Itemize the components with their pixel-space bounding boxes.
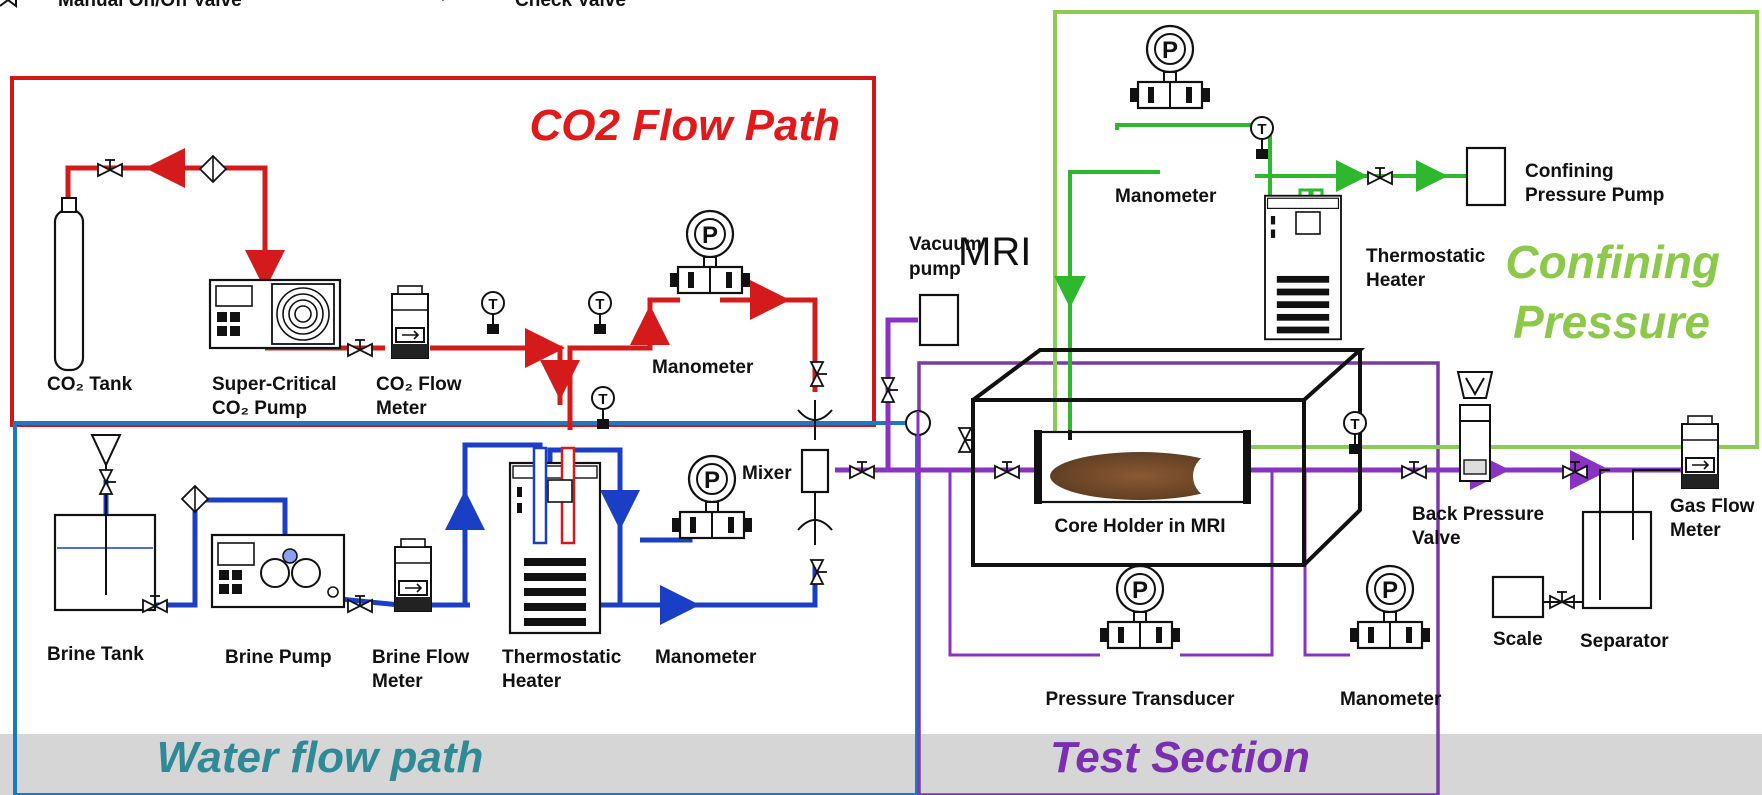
vacuum-label-1: Vacuum [909,234,982,255]
test-check-valve-icon [905,410,931,480]
co2-valve-1[interactable] [97,159,123,177]
brine-filter-icon [181,485,209,513]
confining-valve[interactable] [1367,167,1393,185]
scale-label: Scale [1493,629,1543,650]
brine-pump-label: Brine Pump [225,647,332,668]
pressure-transducer [1098,564,1182,650]
gas-flow-meter [1681,415,1719,489]
co2-manometer [668,209,752,295]
back-pressure-valve [1456,371,1494,482]
vacuum-pump [918,293,960,347]
heater-label-1: Thermostatic [502,647,622,668]
co2-manometer-label: Manometer [652,357,754,378]
confining-lines [1054,123,1467,435]
co2-filter-icon [199,155,227,183]
mri-label: MRI [958,230,1031,274]
confining-region-title-1: Confining [1505,236,1720,288]
core-holder [1034,430,1251,504]
co2-meter-label-2: Meter [376,398,427,419]
core-holder-label: Core Holder in MRI [1054,516,1225,537]
sc-pump-label-2: CO₂ Pump [212,398,307,419]
confining-region-title-2: Pressure [1513,296,1710,348]
co2-t-sensor-2-icon [588,291,612,335]
vacuum-valve[interactable] [881,377,899,403]
brine-meter-label-2: Meter [372,671,423,692]
confining-pump-label-2: Pressure Pump [1525,185,1664,206]
test-manometer [1348,564,1432,650]
co2-tank [53,197,85,372]
brine-pump [210,533,346,609]
heater-label-2: Heater [502,671,562,692]
confining-pump-label-1: Confining [1525,161,1614,182]
bottom-band [0,734,1762,795]
confining-manometer-label: Manometer [1115,186,1217,207]
co2-meter-label-1: CO₂ Flow [376,374,462,395]
confining-manometer [1128,24,1212,110]
co2-check-valve-icon [797,400,833,440]
mixer [800,448,830,494]
gas-meter-label-2: Meter [1670,520,1721,541]
brine-tank [53,434,157,612]
legend-check-label: Check Valve [515,0,626,11]
water-region-frame [13,421,919,795]
separator [1581,469,1653,610]
water-region-title: Water flow path [157,733,484,782]
confining-heater-label-2: Heater [1366,270,1426,291]
test-inlet-valve[interactable] [994,461,1020,479]
confining-region-frame [1053,10,1759,449]
outlet-valve[interactable] [1401,461,1427,479]
scale-valve[interactable] [1549,591,1575,609]
test-region-frame [917,361,1440,795]
confining-heater-label-1: Thermostatic [1366,246,1486,267]
legend-valve-label: Manual On/Off Valve [58,0,242,11]
sc-co2-pump [208,278,342,350]
vacuum-label-2: pump [909,259,961,280]
co2-region-title: CO2 Flow Path [530,101,840,150]
brine-flow-meter [394,538,432,612]
co2-valve-2[interactable] [347,339,373,357]
water-check-valve-icon [797,492,833,545]
scale [1491,575,1545,619]
pressure-transducer-label: Pressure Transducer [1045,689,1235,710]
sc-pump-label-1: Super-Critical [212,374,337,395]
co2-tank-label: CO₂ Tank [47,374,133,395]
gas-meter-label-1: Gas Flow [1670,496,1755,517]
brine-tank-label: Brine Tank [47,644,144,665]
confining-pressure-pump [1465,146,1507,207]
co2-flow-meter [391,285,429,359]
legend-valve-icon [0,0,17,8]
legend: Manual On/Off Valve Check Valve [0,0,626,11]
water-manometer-label: Manometer [655,647,757,668]
bpv-label-2: Valve [1412,528,1461,549]
bpv-label-1: Back Pressure [1412,504,1544,525]
water-manometer [670,454,754,540]
co2-t-sensor-1-icon [481,291,505,335]
separator-inlet-valve[interactable] [1562,461,1588,479]
brine-meter-label-1: Brine Flow [372,647,469,668]
test-region-title: Test Section [1050,733,1310,782]
separator-label: Separator [1580,631,1669,652]
mixer-label: Mixer [742,463,792,484]
test-manometer-label: Manometer [1340,689,1442,710]
brine-tank-valve[interactable] [99,469,117,495]
mixer-outlet-valve[interactable] [849,461,875,479]
heater-tubes [532,446,576,545]
